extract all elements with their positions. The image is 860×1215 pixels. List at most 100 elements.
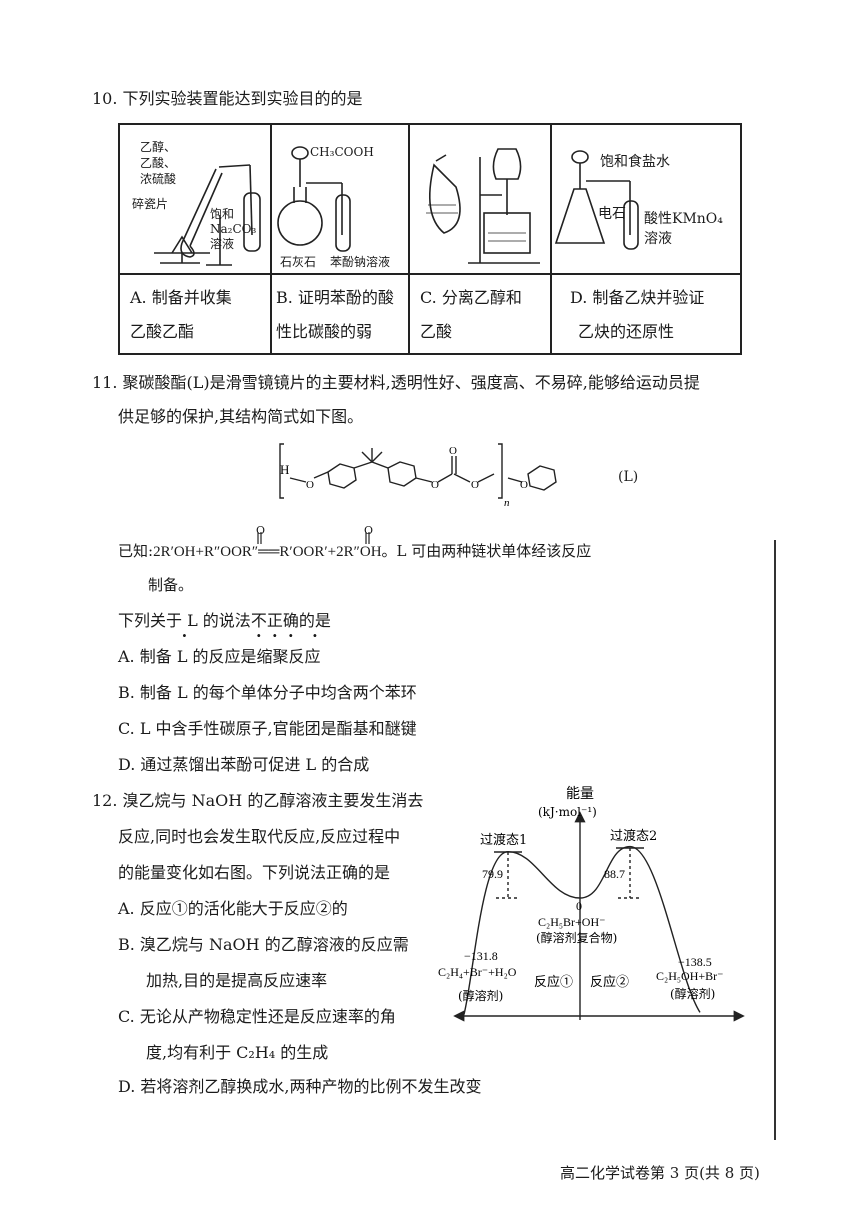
q11-option-c: C. L 中含手性碳原子,官能团是酯基和醚键: [118, 719, 417, 738]
structure-o-3: O: [449, 445, 457, 457]
q12-option-b-line1: B. 溴乙烷与 NaOH 的乙醇溶液的反应需: [118, 935, 409, 954]
apparatus-b-left: 石灰石: [280, 255, 317, 269]
structure-o-5: O: [520, 479, 528, 491]
q11-stem-line1: 11. 聚碳酸酯(L)是滑雪镜镜片的主要材料,透明性好、强度高、不易碎,能够给运…: [92, 373, 700, 392]
q12-stem-line1: 12. 溴乙烷与 NaOH 的乙醇溶液主要发生消去: [92, 791, 424, 810]
q12-option-d: D. 若将溶剂乙醇换成水,两种产物的比例不发生改变: [118, 1077, 482, 1096]
q12-option-b-line2: 加热,目的是提高反应速率: [146, 971, 328, 990]
caption-c-line2: 乙酸: [420, 322, 453, 341]
energy-curve: [463, 845, 701, 1015]
known-carbonyl-bonds: [257, 532, 370, 544]
apparatus-d-solid: 电石: [598, 206, 626, 222]
apparatus-d-drawing: [554, 150, 639, 250]
solution-3: 溶液: [210, 237, 235, 251]
left-note: (醇溶剂): [458, 988, 503, 1003]
known-tail: 。L 可由两种链状单体经该反应: [381, 542, 592, 560]
apparatus-c-cell: [408, 123, 552, 275]
apparatus-a-chip: 碎瓷片: [132, 197, 169, 211]
caption-c-line1: C. 分离乙醇和: [420, 288, 522, 307]
q12-option-a: A. 反应①的活化能大于反应②的: [118, 899, 348, 918]
reaction-2-label: 反应②: [590, 974, 629, 990]
apparatus-a-drawing: [154, 164, 261, 266]
ask-pre: 下列关于 L 的说法: [118, 611, 251, 630]
page-footer: 高二化学试卷第 3 页(共 8 页): [560, 1164, 760, 1182]
structure-o-1: O: [306, 479, 314, 491]
ask-emph-1: 不: [251, 611, 267, 630]
caption-c: C. 分离乙醇和乙酸: [408, 273, 552, 355]
center-note: (醇溶剂复合物): [536, 930, 617, 945]
known-eq-mid: OR″: [231, 544, 259, 560]
q11-ask: 下列关于 L 的说法不正确的是: [118, 610, 331, 632]
q11-option-a: A. 制备 L 的反应是缩聚反应: [118, 647, 321, 666]
apparatus-c-drawing: [426, 148, 540, 264]
apparatus-a-cell: 乙醇、 乙酸、 浓硫酸 碎瓷片 饱和 Na₂CO₃ 溶液: [118, 123, 272, 275]
ea1-value: 79.9: [482, 867, 503, 881]
left-value: −131.8: [464, 949, 498, 963]
structure-o-4: O: [471, 479, 479, 491]
q10-apparatus-table: 乙醇、 乙酸、 浓硫酸 碎瓷片 饱和 Na₂CO₃ 溶液: [118, 123, 742, 355]
solution-d-2: 溶液: [644, 231, 672, 247]
q12-option-c-line2: 度,均有利于 C₂H₄ 的生成: [146, 1043, 329, 1062]
energy-diagram: 能量 (kJ·mol⁻¹) 过渡态1 过渡态2 79.9 88.7 0 C₂H₅…: [438, 786, 745, 1022]
q11-option-b: B. 制备 L 的每个单体分子中均含两个苯环: [118, 683, 417, 702]
apparatus-b-right: 苯酚钠溶液: [330, 255, 391, 269]
caption-a-line1: A. 制备并收集: [130, 288, 232, 307]
q11-stem-line2: 供足够的保护,其结构简式如下图。: [118, 407, 364, 426]
carbonyl-o-1: O: [256, 524, 266, 537]
apparatus-d-cell: 饱和食盐水 电石 酸性KMnO₄ 溶液: [550, 123, 742, 275]
apparatus-d-solution: 酸性KMnO₄ 溶液: [644, 209, 723, 249]
q12-stem-line2: 反应,同时也会发生取代反应,反应过程中: [118, 827, 401, 846]
center-species: C₂H₅Br+OH⁻: [538, 915, 605, 929]
apparatus-d-top: 饱和食盐水: [600, 154, 670, 170]
caption-b-line2: 性比碳酸的弱: [276, 322, 373, 341]
right-note: (醇溶剂): [670, 986, 715, 1001]
caption-a-line2: 乙酸乙酯: [130, 322, 195, 341]
energy-axis-unit: (kJ·mol⁻¹): [538, 805, 597, 819]
structure-l-drawing: H O O O O O n: [279, 443, 557, 509]
right-species: C₂H₅OH+Br⁻: [656, 969, 723, 983]
solution-2: Na₂CO₃: [210, 222, 257, 236]
solution-d-1: 酸性KMnO₄: [644, 211, 723, 227]
ts1-label: 过渡态1: [480, 832, 527, 848]
ea2-value: 88.7: [604, 867, 625, 881]
apparatus-a-solution: 饱和 Na₂CO₃ 溶液: [210, 207, 256, 252]
ask-emph-2: 正: [267, 611, 283, 630]
q11-option-d: D. 通过蒸馏出苯酚可促进 L 的合成: [118, 755, 370, 774]
caption-b: B. 证明苯酚的酸性比碳酸的弱: [270, 273, 410, 355]
known-eq-left: 2R′OH+R″O: [153, 544, 232, 560]
reaction-1-label: 反应①: [534, 974, 573, 990]
caption-b-line1: B. 证明苯酚的酸: [276, 288, 394, 307]
structure-n: n: [504, 497, 510, 509]
apparatus-b-top: CH₃COOH: [310, 145, 374, 159]
known-reaction: 已知:2R′OH+R″OOR″══R′OOR′+2R″OH。L 可由两种链状单体…: [118, 540, 591, 563]
ask-emph-3: 确: [283, 611, 299, 630]
right-value: −138.5: [678, 955, 712, 969]
caption-d-line2: 乙炔的还原性: [578, 322, 675, 341]
q10-stem: 10. 下列实验装置能达到实验目的的是: [92, 89, 363, 108]
caption-d-line1: D. 制备乙炔并验证: [570, 288, 705, 307]
structure-h: H: [280, 462, 289, 477]
known-line2: 制备。: [148, 576, 194, 594]
left-species: C₂H₄+Br⁻+H₂O: [438, 965, 517, 979]
ts2-label: 过渡态2: [610, 828, 657, 844]
caption-d: D. 制备乙炔并验证乙炔的还原性: [550, 273, 742, 355]
q12-option-c-line1: C. 无论从产物稳定性还是反应速率的角: [118, 1007, 396, 1026]
reagent-1: 乙醇、: [140, 140, 177, 154]
carbonyl-o-2: O: [364, 524, 374, 537]
apparatus-a-reagents: 乙醇、 乙酸、 浓硫酸: [140, 139, 176, 187]
ask-post: 的是: [299, 611, 331, 630]
solution-1: 饱和: [210, 207, 235, 221]
apparatus-b-drawing: [277, 146, 351, 252]
reagent-3: 浓硫酸: [140, 172, 177, 186]
structure-label: (L): [618, 469, 639, 485]
structure-o-2: O: [431, 479, 439, 491]
caption-a: A. 制备并收集乙酸乙酯: [118, 273, 272, 355]
energy-axis-label: 能量: [566, 786, 594, 802]
zero-value: 0: [576, 899, 582, 913]
q12-stem-line3: 的能量变化如右图。下列说法正确的是: [118, 863, 391, 882]
reagent-2: 乙酸、: [140, 156, 177, 170]
known-prefix: 已知:: [118, 542, 154, 560]
apparatus-b-cell: CH₃COOH 石灰石 苯酚钠溶液: [270, 123, 410, 275]
known-eq-right-b: OR′+2R″OH: [303, 544, 382, 560]
margin-rule: [774, 540, 776, 1140]
